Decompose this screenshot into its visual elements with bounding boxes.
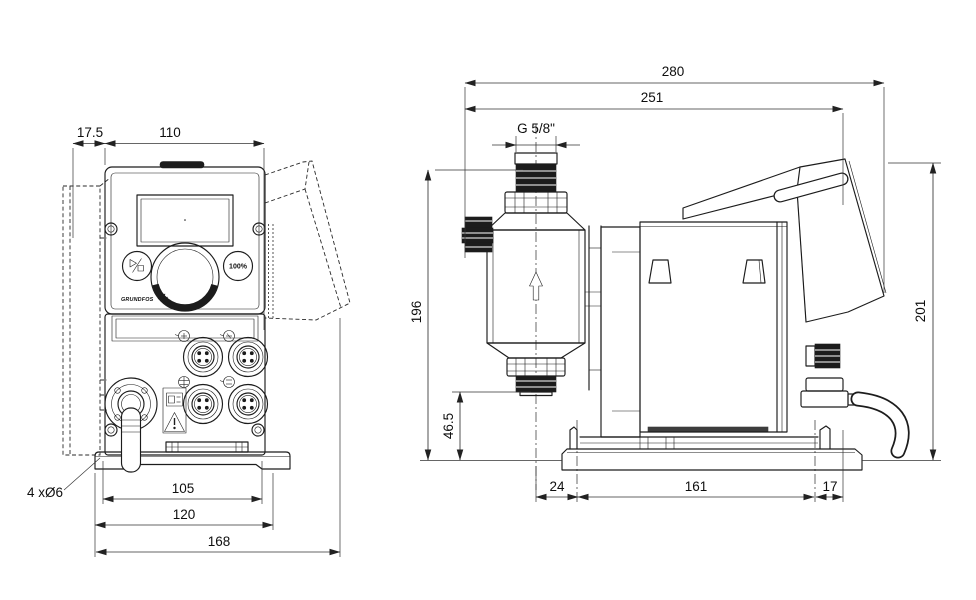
discharge-fitting bbox=[504, 152, 568, 214]
side-dimensions: 280 251 G 5/8" 196 bbox=[409, 64, 941, 502]
dim-overall-height-rear: 201 bbox=[888, 162, 941, 461]
screw-icon bbox=[104, 222, 118, 236]
dim-hole-spacing-width: 105 bbox=[102, 461, 263, 504]
svg-text:24: 24 bbox=[549, 479, 565, 494]
m12-connector bbox=[182, 336, 224, 378]
pump-housing-side bbox=[600, 221, 788, 438]
dim-thread-size: G 5/8" bbox=[492, 121, 580, 152]
dim-body-length: 251 bbox=[464, 90, 844, 205]
click-wheel bbox=[150, 242, 220, 312]
wheel-knurling bbox=[151, 243, 219, 311]
plug-icon bbox=[166, 392, 183, 407]
front-dimensions: 17.5 110 105 120 168 bbox=[27, 125, 341, 557]
dim-housing-width: 110 bbox=[104, 125, 265, 330]
mains-cable bbox=[120, 407, 142, 473]
svg-text:120: 120 bbox=[173, 507, 196, 522]
m12-connectors bbox=[174, 330, 269, 425]
svg-text:168: 168 bbox=[208, 534, 231, 549]
start-stop-button bbox=[121, 250, 153, 282]
port-symbol-icons bbox=[174, 330, 235, 388]
dim-overall-depth: 168 bbox=[95, 318, 341, 557]
front-view: 100% GRUNDFOS bbox=[27, 125, 351, 557]
dosing-head bbox=[486, 212, 586, 359]
clip-tab bbox=[648, 259, 672, 284]
logo-mark-icon bbox=[157, 293, 169, 300]
front-base-plate bbox=[94, 441, 291, 470]
svg-text:46.5: 46.5 bbox=[441, 413, 456, 439]
dim-front-overhang: 24 bbox=[535, 466, 579, 502]
svg-text:105: 105 bbox=[172, 481, 195, 496]
top-tab bbox=[159, 161, 205, 169]
warning-icon bbox=[164, 412, 185, 432]
dim-plate-width: 120 bbox=[94, 473, 274, 557]
dim-inlet-height: 196 bbox=[409, 169, 523, 461]
side-base-plate bbox=[561, 425, 863, 471]
svg-text:201: 201 bbox=[913, 300, 928, 323]
start-stop-icon bbox=[129, 258, 144, 273]
power-cable bbox=[850, 391, 910, 459]
grundfos-logo: GRUNDFOS bbox=[121, 297, 154, 303]
control-unit-housing bbox=[104, 161, 266, 315]
dim-mount-offset: 17.5 bbox=[72, 125, 106, 238]
connection-unit-housing bbox=[104, 313, 266, 456]
m12-connector bbox=[227, 383, 269, 425]
screw-icon bbox=[252, 222, 266, 236]
svg-text:4 xØ6: 4 xØ6 bbox=[27, 485, 63, 500]
rear-cable-glands bbox=[800, 343, 910, 459]
head-flange bbox=[584, 225, 602, 391]
svg-text:196: 196 bbox=[409, 301, 424, 324]
clip-tab bbox=[742, 259, 766, 284]
flow-arrow-icon bbox=[529, 271, 543, 301]
svg-text:17.5: 17.5 bbox=[77, 125, 103, 140]
wall-plate-hidden-outline bbox=[62, 177, 111, 456]
side-view: 280 251 G 5/8" 196 bbox=[409, 64, 941, 502]
control-cube-side bbox=[682, 158, 887, 323]
priming-valve-knob bbox=[461, 216, 494, 253]
cable-gland bbox=[104, 377, 158, 473]
rating-label bbox=[162, 387, 187, 434]
svg-text:110: 110 bbox=[159, 125, 181, 140]
boost-100-button: 100% bbox=[222, 250, 254, 282]
svg-text:280: 280 bbox=[662, 64, 685, 79]
display bbox=[136, 194, 234, 247]
svg-text:17: 17 bbox=[822, 479, 837, 494]
dim-rear-overhang: 17 bbox=[815, 430, 844, 502]
control-cube-phantom-outline bbox=[264, 160, 351, 321]
svg-text:G 5/8": G 5/8" bbox=[517, 121, 555, 136]
housing-screws bbox=[104, 222, 266, 437]
screw-icon bbox=[251, 423, 265, 437]
screw-icon bbox=[104, 423, 118, 437]
m12-connector bbox=[227, 336, 269, 378]
m12-connector bbox=[182, 383, 224, 425]
suction-fitting bbox=[506, 357, 566, 397]
dim-hole-spacing-length: 161 bbox=[577, 479, 815, 501]
dim-valve-height: 46.5 bbox=[441, 391, 531, 461]
boost-button-label: 100% bbox=[229, 264, 248, 271]
svg-text:161: 161 bbox=[685, 479, 708, 494]
dim-overall-length: 280 bbox=[464, 64, 885, 293]
svg-text:251: 251 bbox=[641, 90, 664, 105]
note-base-holes: 4 xØ6 bbox=[27, 457, 101, 500]
